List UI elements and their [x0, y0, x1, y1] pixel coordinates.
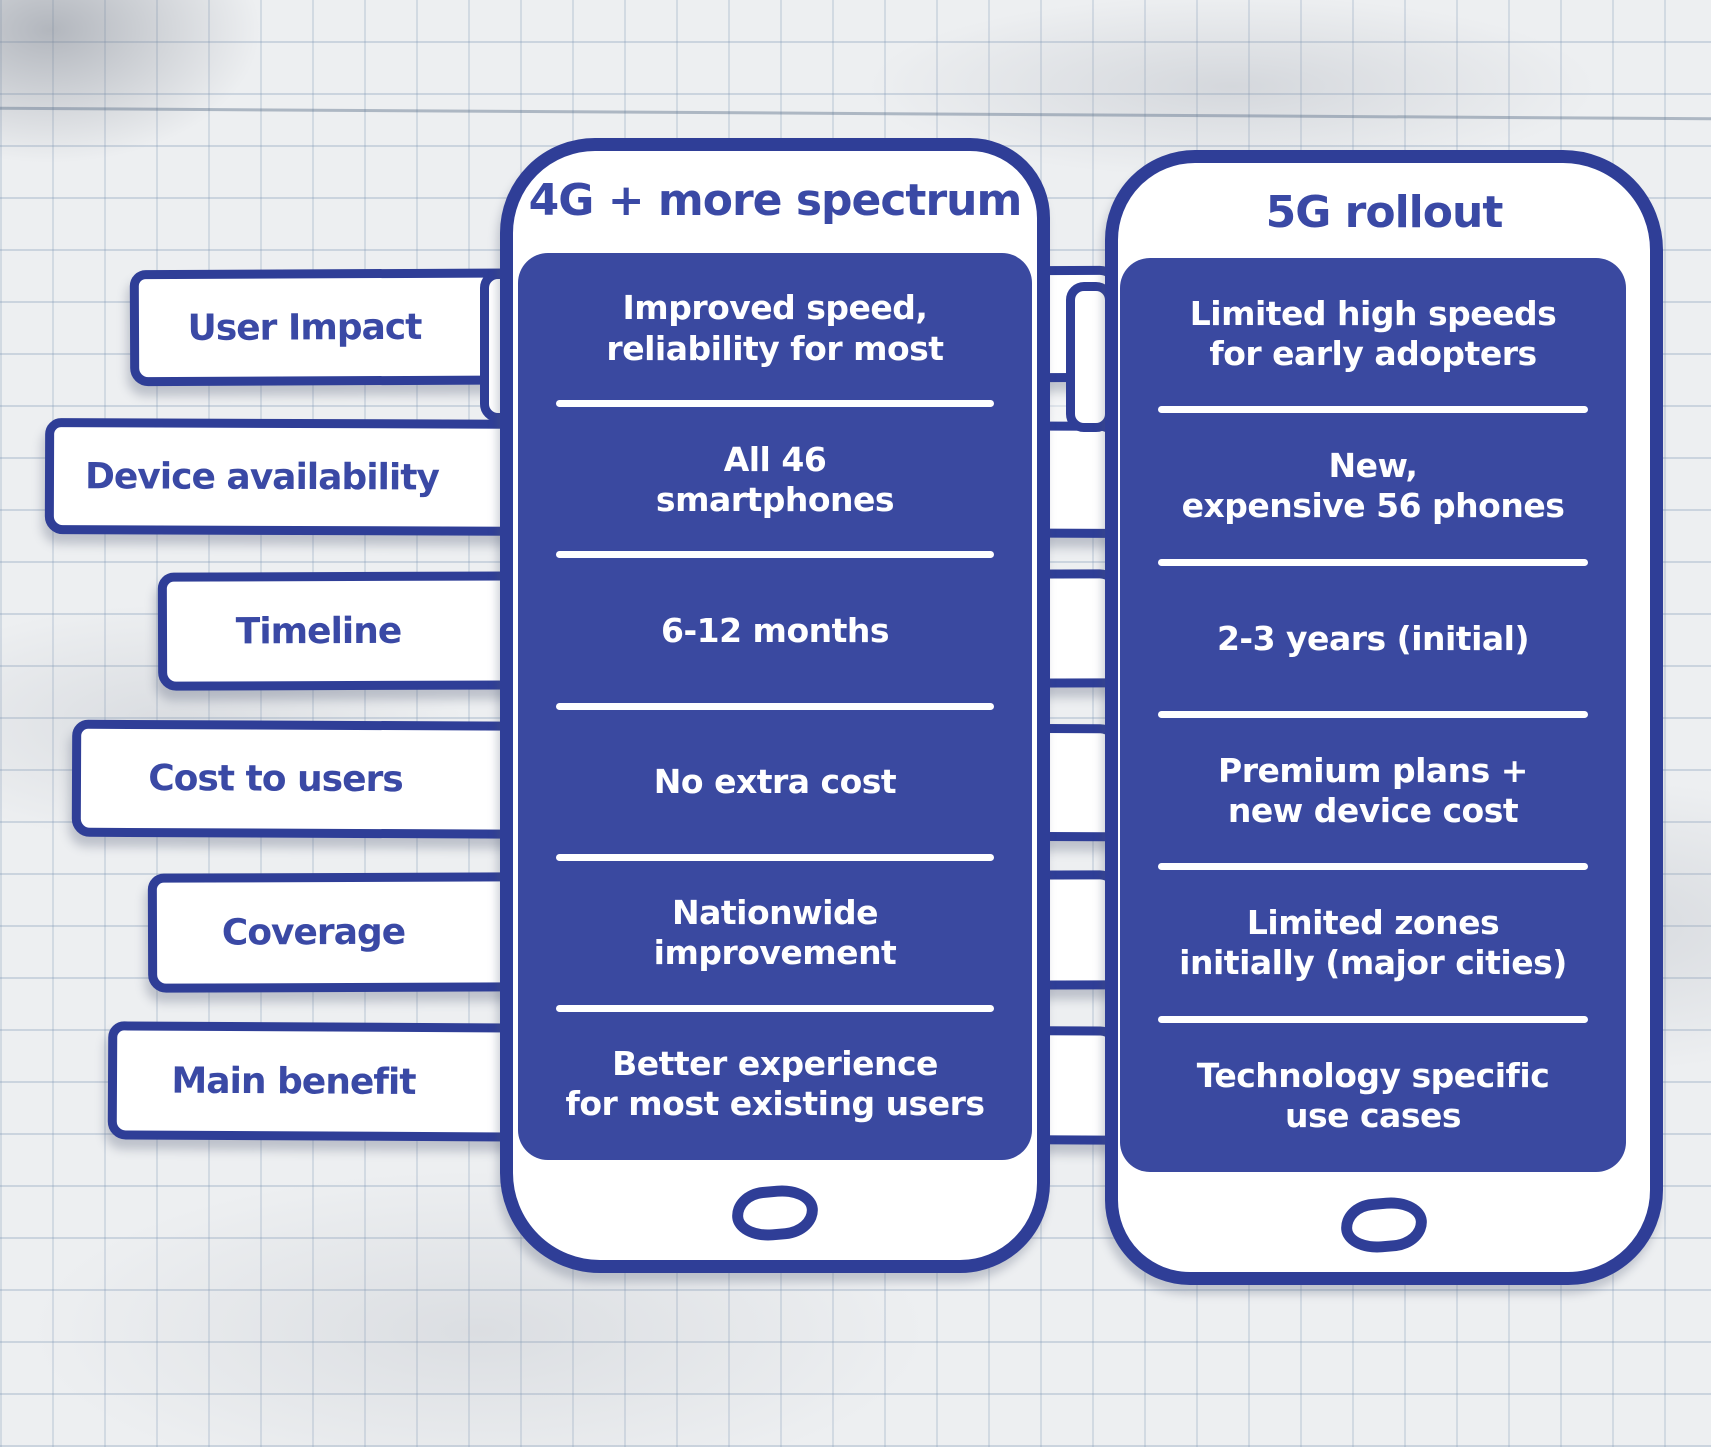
cell-5g-user-impact: Limited high speeds for early adopters [1120, 258, 1626, 414]
cell-4g-coverage: Nationwide improvement [518, 858, 1032, 1013]
row-label-device-availability: Device availability [84, 455, 440, 498]
cell-4g-main-benefit: Better experience for most existing user… [565, 1044, 986, 1124]
cell-4g-user-impact: Improved speed, reliability for most [518, 253, 1032, 408]
cell-5g-main-benefit: Technology specific use cases [1196, 1055, 1550, 1135]
cell-4g-timeline: 6-12 months [518, 555, 1032, 710]
row-label-cost-to-users: Cost to users [148, 758, 403, 801]
phone-5g-screen: Limited high speeds for early adopters N… [1120, 258, 1626, 1172]
cell-4g-cost: No extra cost [518, 707, 1032, 861]
cell-5g-cost: Premium plans + new device cost [1120, 715, 1626, 871]
cell-4g-device-availability: All 46 smartphones [518, 404, 1032, 559]
home-button-icon [729, 1182, 821, 1244]
column-header-4g: 4G + more spectrum [528, 175, 1023, 226]
column-header-5g: 5G rollout [1265, 187, 1504, 238]
home-button-icon [1338, 1194, 1430, 1256]
row-label-timeline: Timeline [235, 610, 402, 652]
row-label-user-impact: User Impact [187, 306, 422, 349]
cell-5g-coverage: Limited zones initially (major cities) [1120, 867, 1626, 1023]
phone-4g: 4G + more spectrum Improved speed, relia… [500, 138, 1050, 1273]
cell-5g-timeline: 2-3 years (initial) [1120, 563, 1626, 719]
row-label-main-benefit: Main benefit [171, 1060, 416, 1103]
phone-5g: 5G rollout Limited high speeds for early… [1105, 150, 1663, 1285]
row-label-coverage: Coverage [221, 911, 406, 954]
phone-4g-screen: Improved speed, reliability for most All… [518, 253, 1032, 1160]
cell-5g-device-availability: New, expensive 56 phones [1120, 410, 1626, 566]
